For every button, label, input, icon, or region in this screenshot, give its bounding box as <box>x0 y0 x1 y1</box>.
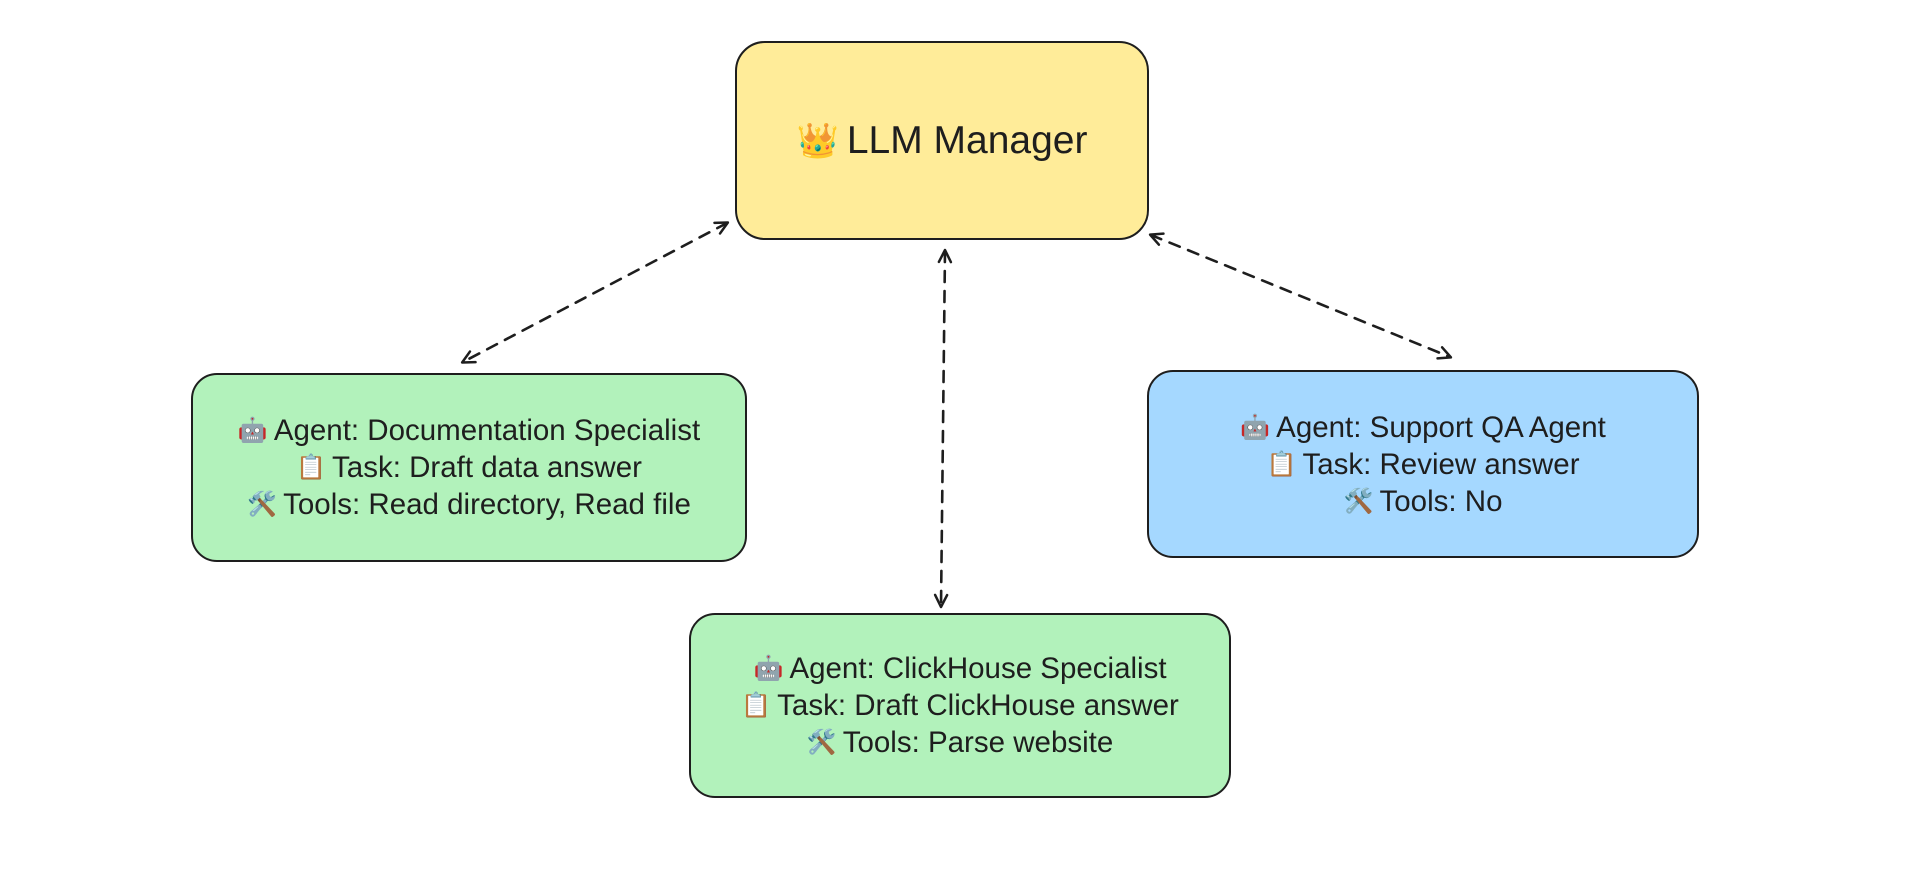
robot-icon: 🤖 <box>1240 413 1271 441</box>
llm-manager-title: LLM Manager <box>846 118 1088 162</box>
agent-line: 🤖 Agent: Support QA Agent <box>1240 409 1606 446</box>
clipboard-icon: 📋 <box>296 454 326 481</box>
clipboard-icon: 📋 <box>1266 450 1297 478</box>
tools-line: 🛠️ Tools: Parse website <box>807 724 1114 761</box>
task-text: Task: Review answer <box>1302 447 1580 481</box>
task-line: 📋 Task: Review answer <box>1266 446 1580 483</box>
hammer-and-wrench-icon: 🛠️ <box>1343 487 1374 515</box>
clipboard-icon: 📋 <box>741 692 772 719</box>
agent-node-clickhouse-specialist[interactable]: 🤖 Agent: ClickHouse Specialist 📋 Task: D… <box>689 613 1231 798</box>
hammer-and-wrench-icon: 🛠️ <box>247 491 278 518</box>
connector-manager-clickhouse[interactable] <box>933 248 953 609</box>
task-text: Task: Draft ClickHouse answer <box>777 689 1179 722</box>
tools-text: Tools: Parse website <box>842 726 1114 759</box>
agent-name: Agent: Support QA Agent <box>1276 410 1606 444</box>
connector-manager-support-qa[interactable] <box>1148 232 1453 360</box>
agent-node-support-qa-agent[interactable]: 🤖 Agent: Support QA Agent 📋 Task: Review… <box>1147 370 1699 558</box>
agent-name: Agent: ClickHouse Specialist <box>789 652 1167 685</box>
crown-icon: 👑 <box>796 121 839 160</box>
tools-text: Tools: No <box>1379 484 1503 518</box>
robot-icon: 🤖 <box>753 655 784 682</box>
llm-manager-title-row: 👑 LLM Manager <box>797 119 1088 163</box>
agent-node-documentation-specialist[interactable]: 🤖 Agent: Documentation Specialist 📋 Task… <box>191 373 747 562</box>
agent-line: 🤖 Agent: Documentation Specialist <box>238 412 700 449</box>
hammer-and-wrench-icon: 🛠️ <box>806 729 837 756</box>
task-line: 📋 Task: Draft data answer <box>296 449 642 486</box>
agent-name: Agent: Documentation Specialist <box>273 414 701 447</box>
robot-icon: 🤖 <box>237 417 268 444</box>
llm-manager-node[interactable]: 👑 LLM Manager <box>735 41 1149 240</box>
task-line: 📋 Task: Draft ClickHouse answer <box>741 687 1179 724</box>
agent-line: 🤖 Agent: ClickHouse Specialist <box>753 650 1166 687</box>
tools-line: 🛠️ Tools: No <box>1344 483 1503 520</box>
connector-manager-documentation[interactable] <box>460 221 730 364</box>
tools-text: Tools: Read directory, Read file <box>283 488 691 521</box>
tools-line: 🛠️ Tools: Read directory, Read file <box>247 486 691 523</box>
task-text: Task: Draft data answer <box>332 451 642 484</box>
